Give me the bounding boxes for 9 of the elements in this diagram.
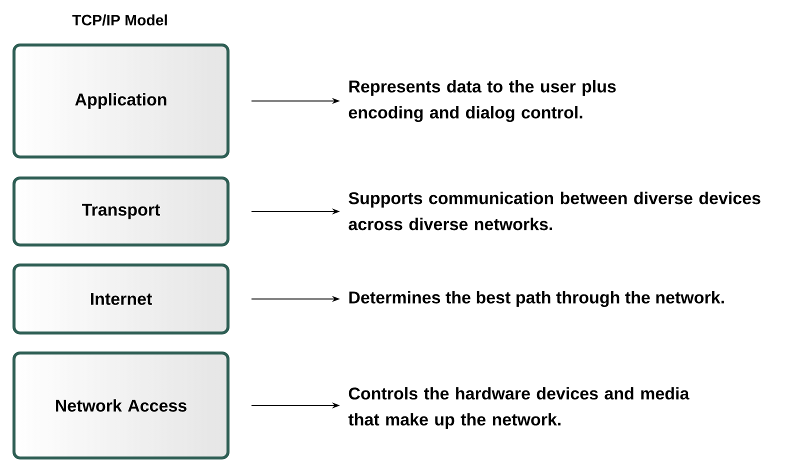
diagram-title: TCP/IP Model — [72, 14, 167, 26]
description-text: Supports communication between diverse devices across diverse networks. — [348, 192, 760, 230]
description-text: Determines the best path through the network. — [349, 291, 724, 307]
layer-box: Application — [12, 44, 230, 158]
layer-box: Network Access — [12, 352, 230, 460]
description-text: Controls the hardware devices and media that make up the network. — [348, 387, 690, 429]
description-text: Represents data to the user plus encoding and dialog control. — [348, 80, 616, 122]
layer-box: Internet — [12, 264, 230, 334]
layer-box: Transport — [12, 176, 230, 246]
